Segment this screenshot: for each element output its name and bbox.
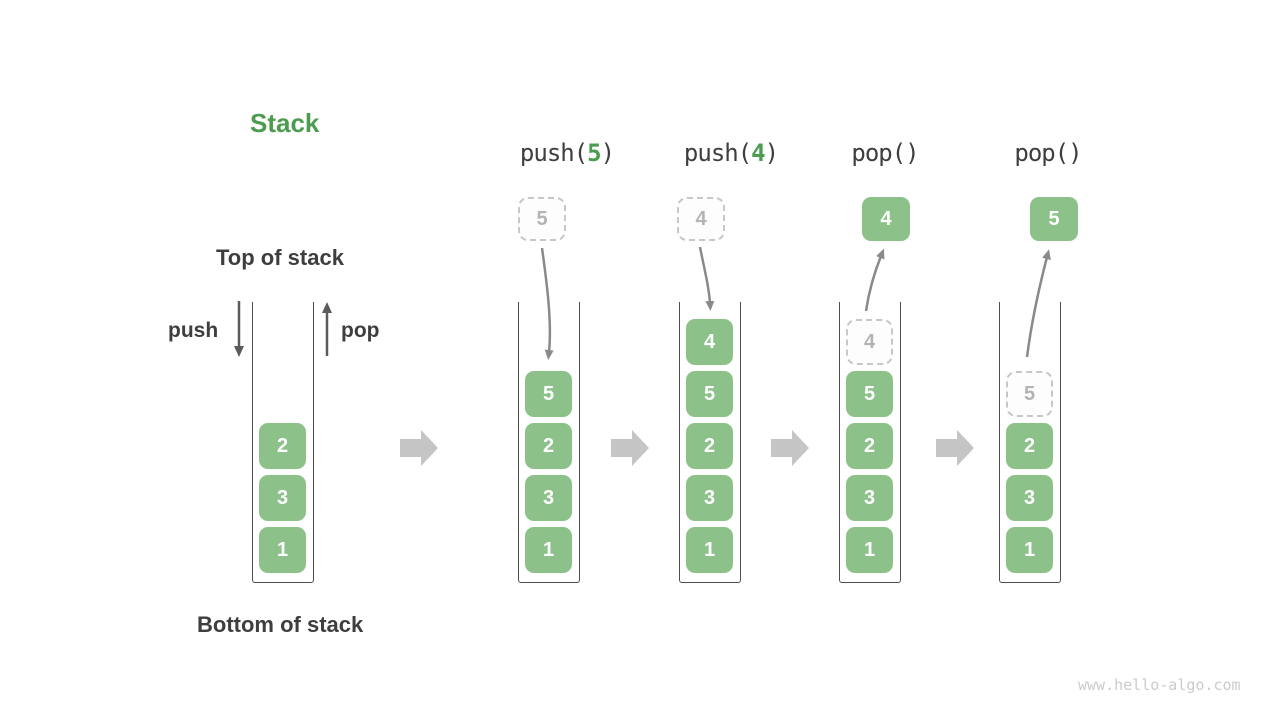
op-text: push( <box>683 139 752 167</box>
stack-item: 1 <box>259 527 306 573</box>
stack-item: 1 <box>525 527 572 573</box>
pop-label: pop <box>341 319 380 342</box>
stack-item: 5 <box>525 371 572 417</box>
stack-item: 1 <box>846 527 893 573</box>
stack-item: 2 <box>525 423 572 469</box>
stack-container-state-push-4 <box>679 302 741 583</box>
floating-ghost-item: 5 <box>518 197 566 241</box>
diagram-title: Stack <box>250 108 320 138</box>
operation-label-1: push(5) <box>467 139 667 167</box>
step-arrow-icon <box>936 430 974 466</box>
stack-item: 3 <box>846 475 893 521</box>
operation-label-3: pop() <box>785 139 985 167</box>
stack-item: 2 <box>846 423 893 469</box>
stack-container-state-push-5 <box>518 302 580 583</box>
step-arrow-icon <box>611 430 649 466</box>
stack-item: 1 <box>686 527 733 573</box>
op-argument: 5 <box>587 139 601 167</box>
op-text: pop() <box>851 139 919 167</box>
op-text: ) <box>764 139 779 167</box>
step-arrow-icon <box>771 430 809 466</box>
push-label: push <box>168 319 219 342</box>
stack-item: 3 <box>686 475 733 521</box>
stack-item: 3 <box>1006 475 1053 521</box>
floating-popped-item: 5 <box>1030 197 1078 241</box>
op-text: pop() <box>1014 139 1082 167</box>
ghost-stack-item: 5 <box>1006 371 1053 417</box>
pop-5-curve-arrow-icon <box>1025 249 1051 358</box>
step-arrow-icon <box>400 430 438 466</box>
stack-item: 2 <box>1006 423 1053 469</box>
stack-item: 4 <box>686 319 733 365</box>
stack-item: 5 <box>686 371 733 417</box>
stack-item: 1 <box>1006 527 1053 573</box>
operation-label-2: push(4) <box>631 139 831 167</box>
stack-container-state-pop-4 <box>839 302 901 583</box>
op-text: ) <box>600 139 615 167</box>
bottom-of-stack-label: Bottom of stack <box>197 612 364 637</box>
operation-label-4: pop() <box>948 139 1148 167</box>
floating-ghost-item: 4 <box>677 197 725 241</box>
stack-item: 5 <box>846 371 893 417</box>
stack-item: 2 <box>686 423 733 469</box>
push-4-curve-arrow-icon <box>698 246 715 311</box>
op-text: push( <box>519 139 588 167</box>
top-of-stack-label: Top of stack <box>216 245 344 270</box>
watermark: www.hello-algo.com <box>1078 676 1241 694</box>
stack-item: 3 <box>525 475 572 521</box>
op-argument: 4 <box>751 139 765 167</box>
ghost-stack-item: 4 <box>846 319 893 365</box>
stack-container-state-initial <box>252 302 314 583</box>
push-5-curve-arrow-icon <box>540 247 554 360</box>
floating-popped-item: 4 <box>862 197 910 241</box>
stack-item: 2 <box>259 423 306 469</box>
stack-item: 3 <box>259 475 306 521</box>
stack-container-state-pop-5 <box>999 302 1061 583</box>
pop-4-curve-arrow-icon <box>864 248 885 312</box>
